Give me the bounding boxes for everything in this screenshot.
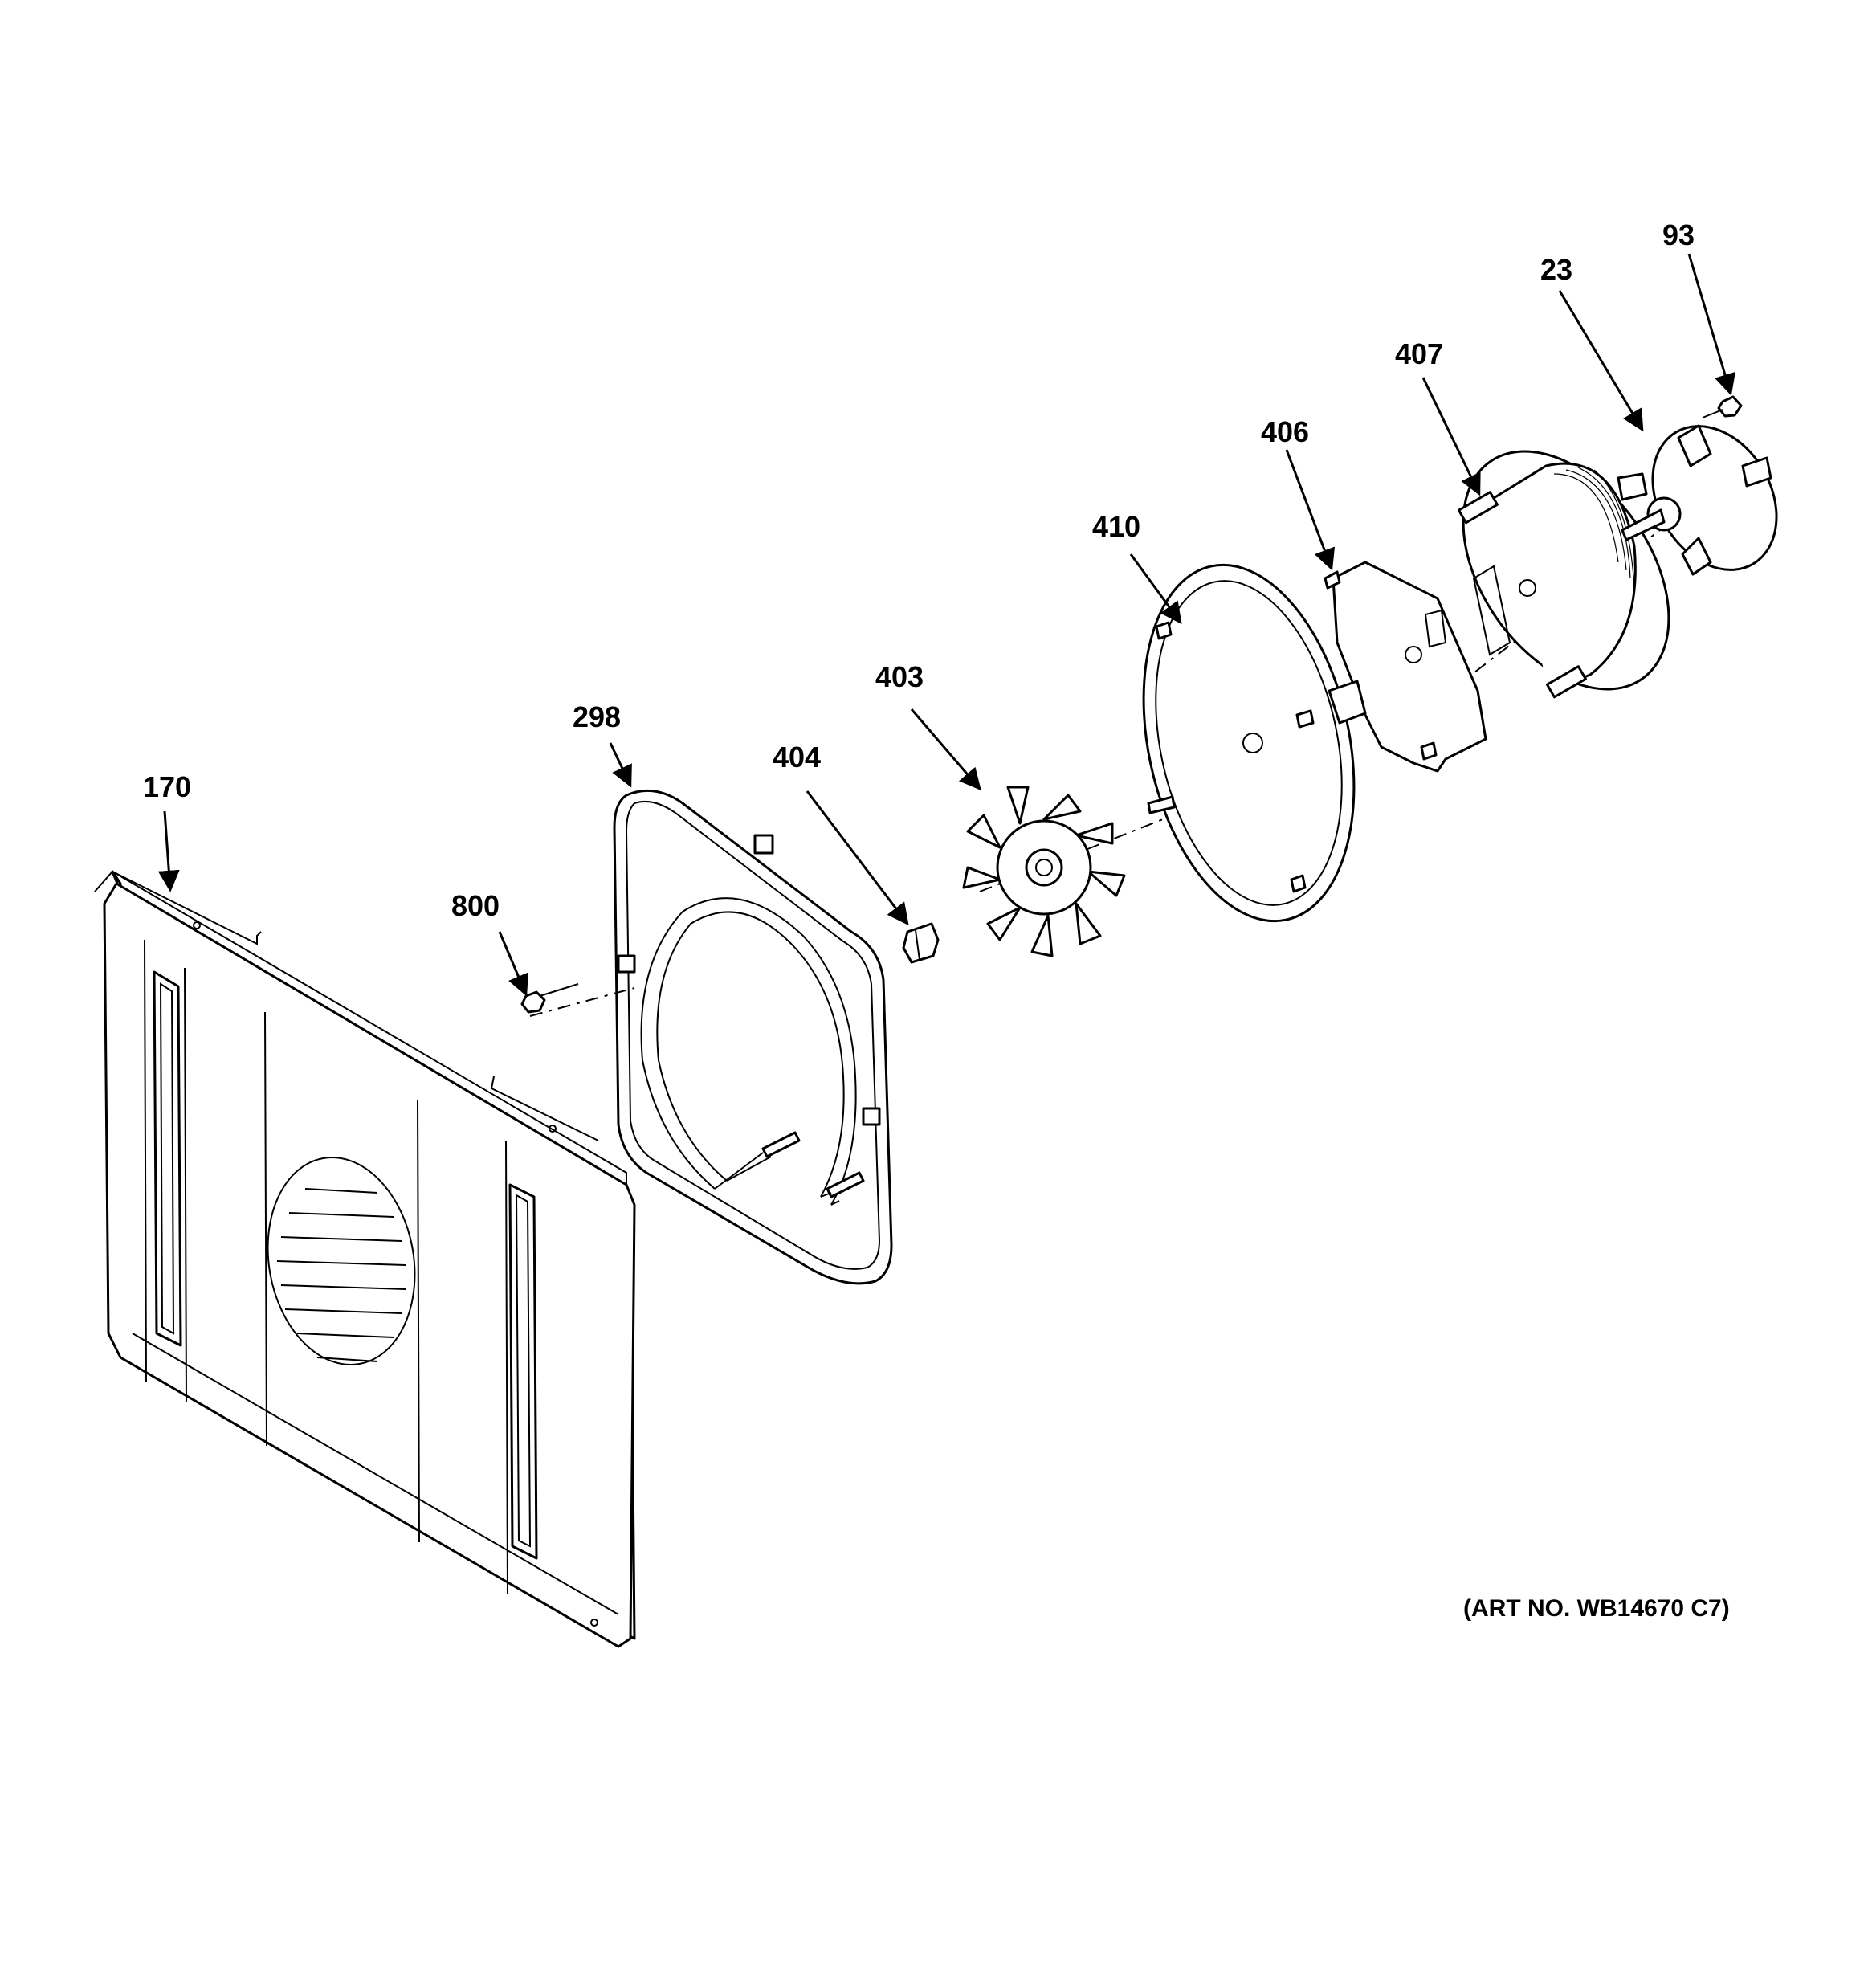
leader-298 <box>609 742 632 788</box>
leader-170 <box>157 810 180 892</box>
leader-406 <box>1285 449 1336 571</box>
callout-labels: 170 800 298 404 403 410 406 407 23 93 (A… <box>143 218 1730 1622</box>
callout-23: 23 <box>1540 253 1572 286</box>
callout-298: 298 <box>573 700 621 733</box>
leader-800 <box>498 931 528 997</box>
callout-407: 407 <box>1395 337 1443 370</box>
leader-404 <box>806 790 909 926</box>
leader-93 <box>1687 253 1735 396</box>
part-23-motor <box>1617 424 1778 576</box>
part-170-panel <box>94 870 636 1648</box>
part-93-screw <box>1702 395 1743 418</box>
callout-170: 170 <box>143 770 191 803</box>
callout-403: 403 <box>875 660 924 693</box>
art-number: (ART NO. WB14670 C7) <box>1463 1595 1730 1622</box>
vent-grille <box>267 1157 416 1365</box>
leader-410 <box>1129 553 1182 625</box>
part-407-insulation <box>1457 450 1670 699</box>
callout-800: 800 <box>451 889 500 922</box>
part-800-screw <box>520 983 579 1014</box>
leader-407 <box>1421 377 1481 496</box>
part-298-heating-element <box>613 789 893 1285</box>
part-410-gasket <box>1142 563 1356 923</box>
part-406-mount-plate <box>1324 561 1487 773</box>
leader-23 <box>1558 290 1644 432</box>
callout-406: 406 <box>1261 415 1309 448</box>
leader-403 <box>910 708 981 791</box>
callout-93: 93 <box>1662 218 1695 251</box>
leader-lines <box>157 253 1735 997</box>
callout-404: 404 <box>773 741 821 774</box>
part-403-fan-blade <box>962 786 1126 957</box>
callout-410: 410 <box>1092 510 1140 543</box>
part-404-nut <box>902 922 940 964</box>
